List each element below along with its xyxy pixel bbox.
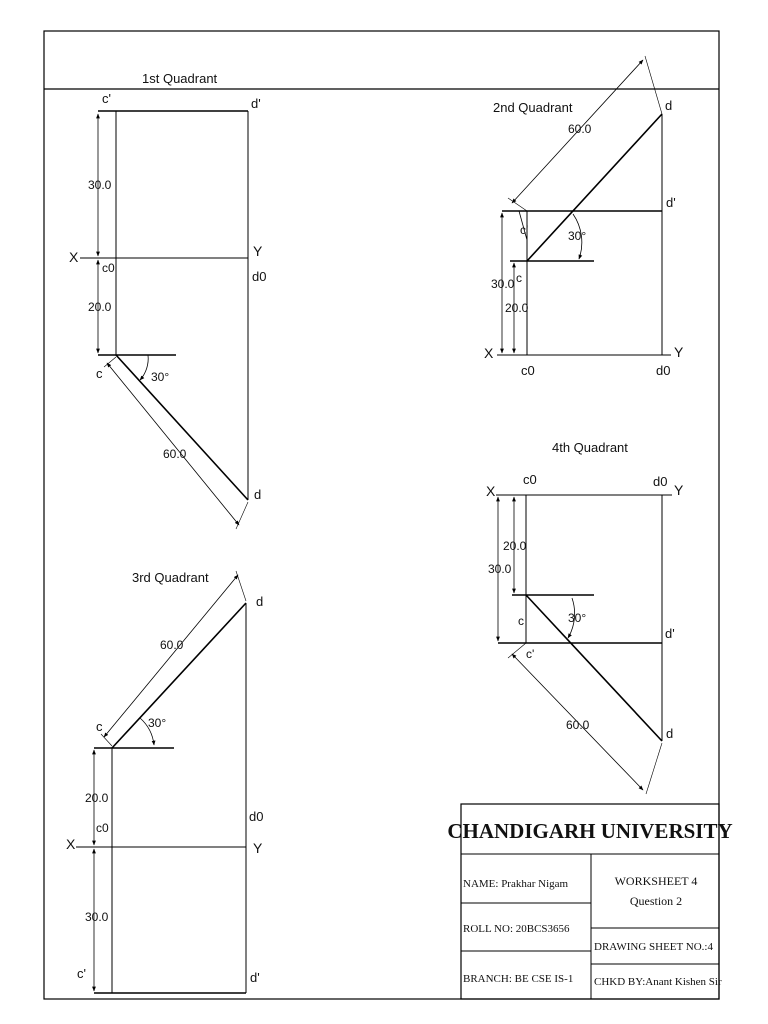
q3-ext-d: [235, 570, 247, 602]
q2-label-c0: c0: [521, 363, 535, 378]
q1-ext-d: [235, 501, 249, 530]
q4-label-y: Y: [674, 482, 684, 498]
q2-dim-30-label: 30.0: [491, 277, 515, 291]
q4-label-d0: d0: [653, 474, 667, 489]
drawing-sheet-number: DRAWING SHEET NO.:4: [594, 941, 713, 953]
q1-label-x: X: [69, 249, 79, 265]
q4-angle-arc: [567, 597, 576, 639]
q2-ext-c: [507, 197, 528, 212]
quadrant-1-drawing: 1st Quadrant c' d' X Y c0 d0 c d 30.0 20…: [69, 71, 266, 530]
university-name: CHANDIGARH UNIVERSITY: [447, 819, 732, 843]
q2-label-x: X: [484, 345, 494, 361]
title-block: CHANDIGARH UNIVERSITY NAME: Prakhar Niga…: [447, 803, 733, 1000]
q2-angle-label: 30°: [568, 229, 586, 243]
q4-label-d: d: [666, 726, 673, 741]
q4-true-length-dim: [511, 653, 644, 791]
q4-label-c-dash: c': [526, 647, 534, 661]
q1-dim-60-label: 60.0: [163, 447, 187, 461]
q4-label-c0: c0: [523, 472, 537, 487]
q1-title: 1st Quadrant: [142, 71, 218, 86]
q3-dim-20-label: 20.0: [85, 791, 109, 805]
student-name: NAME: Prakhar Nigam: [463, 878, 569, 890]
q4-label-d-dash: d': [665, 626, 675, 641]
q2-true-length-dim: [511, 59, 644, 204]
q1-label-d0: d0: [252, 269, 266, 284]
quadrant-2-drawing: 2nd Quadrant d d' c' c X Y c0 d0 30.0 20…: [484, 55, 684, 378]
q2-label-d0: d0: [656, 363, 670, 378]
q3-label-d-dash: d': [250, 970, 260, 985]
q1-label-y: Y: [253, 243, 263, 259]
q2-label-c-dash: c': [520, 223, 528, 237]
q1-dim-20-label: 20.0: [88, 300, 112, 314]
q2-label-d-dash: d': [666, 195, 676, 210]
quadrant-4-drawing: 4th Quadrant X Y c0 d0 c c' d' d 20.0 30…: [486, 440, 684, 795]
q4-dim-60-label: 60.0: [566, 718, 590, 732]
branch: BRANCH: BE CSE IS-1: [463, 973, 573, 985]
q2-angle-arc: [572, 213, 583, 260]
q1-label-c-dash: c': [102, 91, 111, 106]
checked-by: CHKD BY:Anant Kishen Sir: [594, 976, 722, 988]
q3-label-c0: c0: [96, 821, 109, 835]
q3-label-y: Y: [253, 840, 263, 856]
q2-ext-d: [644, 55, 663, 115]
q2-inclined-line: [526, 113, 663, 262]
q4-angle-label: 30°: [568, 611, 586, 625]
q2-label-c: c: [516, 271, 522, 285]
q4-label-x: X: [486, 483, 496, 499]
q2-dim-20-label: 20.0: [505, 301, 529, 315]
q4-ext-c: [507, 642, 527, 659]
sheet-border: [43, 30, 720, 1000]
worksheet-number: WORKSHEET 4: [615, 874, 698, 888]
q4-inclined-line: [525, 594, 663, 742]
q3-label-c-dash: c': [77, 966, 86, 981]
q1-ext-c: [103, 356, 117, 368]
q3-title: 3rd Quadrant: [132, 570, 209, 585]
q4-ext-d: [645, 742, 663, 795]
q4-dim-20-label: 20.0: [503, 539, 527, 553]
q3-label-d0: d0: [249, 809, 263, 824]
q1-angle-label: 30°: [151, 370, 169, 384]
q3-angle-label: 30°: [148, 716, 166, 730]
q4-label-c: c: [518, 614, 524, 628]
q4-title: 4th Quadrant: [552, 440, 628, 455]
q1-label-c: c: [96, 366, 103, 381]
roll-number: ROLL NO: 20BCS3656: [463, 923, 570, 935]
q1-dim-30-label: 30.0: [88, 178, 112, 192]
q3-angle-arc: [139, 717, 156, 746]
q1-true-length-dim: [106, 362, 240, 526]
q1-angle-arc: [139, 354, 149, 381]
q1-label-d: d: [254, 487, 261, 502]
q1-label-c0: c0: [102, 261, 115, 275]
question-number: Question 2: [630, 894, 682, 908]
q2-label-y: Y: [674, 344, 684, 360]
q3-true-length-dim: [103, 574, 239, 738]
q3-ext-c: [100, 733, 113, 747]
q3-inclined-line: [111, 602, 247, 749]
q3-label-d: d: [256, 594, 263, 609]
q3-dim-60-label: 60.0: [160, 638, 184, 652]
q2-dim-60-label: 60.0: [568, 122, 592, 136]
q4-dim-30-label: 30.0: [488, 562, 512, 576]
quadrant-3-drawing: 3rd Quadrant d c X Y c0 d0 c' d' 20.0 30…: [66, 570, 263, 994]
title-block-border: [460, 803, 720, 1000]
q1-label-d-dash: d': [251, 96, 261, 111]
q3-label-c: c: [96, 719, 103, 734]
q1-top-view-line: [115, 354, 249, 501]
q2-label-d: d: [665, 98, 672, 113]
q3-dim-30-label: 30.0: [85, 910, 109, 924]
q2-title: 2nd Quadrant: [493, 100, 573, 115]
q3-label-x: X: [66, 836, 76, 852]
q2-c-dash-tick: [518, 210, 528, 241]
